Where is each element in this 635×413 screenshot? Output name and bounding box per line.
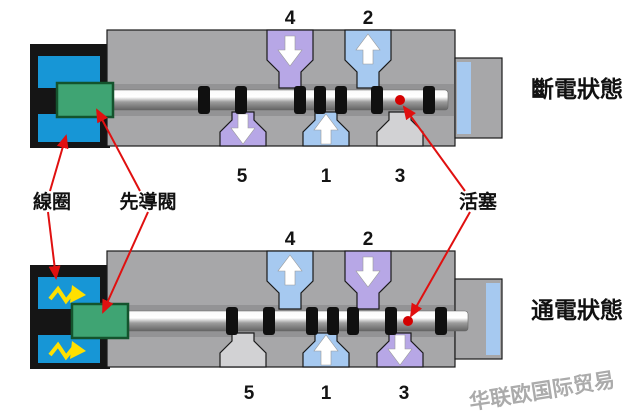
- flow-arrow-down-port3: [387, 334, 413, 366]
- o-ring: [371, 86, 383, 114]
- port-label-5: 5: [237, 166, 248, 187]
- pilot-pressure-bar: [457, 62, 471, 134]
- o-ring: [385, 307, 397, 335]
- port-label-1: 1: [321, 383, 332, 404]
- port-label-4: 4: [285, 8, 296, 29]
- port-label-4: 4: [285, 229, 296, 250]
- state-label-energized: 通電狀態: [531, 297, 623, 323]
- port-label-3: 3: [399, 383, 410, 404]
- coil-winding-bottom: [38, 114, 100, 142]
- callout-coil: 線圈: [33, 190, 71, 213]
- port-label-2: 2: [363, 8, 374, 29]
- flow-arrow-up-port4: [277, 254, 303, 286]
- pilot-pressure-bar: [486, 283, 500, 355]
- o-ring: [335, 86, 347, 114]
- port-label-1: 1: [321, 166, 332, 187]
- o-ring: [198, 86, 210, 114]
- port-label-3: 3: [395, 166, 406, 187]
- leader-piston-bottom: [410, 211, 471, 318]
- port-5-channel-closed: [219, 332, 267, 368]
- leader-piston-top: [402, 105, 466, 192]
- spool-rod: [117, 310, 469, 332]
- callout-pilot-valve: 先導閥: [119, 190, 176, 213]
- leader-coil-bottom: [47, 211, 61, 280]
- o-ring: [423, 86, 435, 114]
- piston-marker-dot: [403, 316, 413, 326]
- pilot-valve-green: [70, 302, 130, 340]
- port-label-2: 2: [363, 229, 374, 250]
- callouts: 線圈 先導閥 活塞: [33, 105, 498, 318]
- flow-arrow-up-port1: [313, 334, 339, 366]
- o-ring: [306, 307, 318, 335]
- piston-marker-dot: [395, 95, 405, 105]
- leader-pilot-top: [96, 108, 141, 192]
- callout-piston: 活塞: [459, 190, 498, 213]
- o-ring: [314, 86, 326, 114]
- o-ring: [435, 307, 447, 335]
- pilot-valve-green: [55, 81, 115, 119]
- flow-arrow-down-port4: [277, 35, 303, 67]
- valve-energized: 4 2 5 1 3 通電狀態: [30, 229, 623, 404]
- flow-arrow-down-port2: [355, 256, 381, 288]
- leader-pilot-bottom: [102, 211, 149, 314]
- o-ring: [226, 307, 238, 335]
- flow-arrow-up-port2: [355, 33, 381, 65]
- port-label-5: 5: [244, 383, 255, 404]
- o-ring: [235, 86, 247, 114]
- spool-seals: [226, 307, 447, 335]
- o-ring: [347, 307, 359, 335]
- leader-coil-top: [49, 134, 69, 192]
- state-label-deenergized: 斷電狀態: [531, 76, 623, 102]
- watermark: 华联欧国际贸易: [467, 368, 616, 413]
- o-ring: [294, 86, 306, 114]
- o-ring: [263, 307, 275, 335]
- flow-arrow-up-port1: [313, 113, 339, 145]
- o-ring: [327, 307, 339, 335]
- valve-deenergized: 4 2 5 1 3 斷電狀態: [30, 8, 623, 187]
- flow-arrow-down-port5: [230, 113, 256, 145]
- spool-seals: [198, 86, 435, 114]
- coil-winding-bottom: [38, 335, 100, 363]
